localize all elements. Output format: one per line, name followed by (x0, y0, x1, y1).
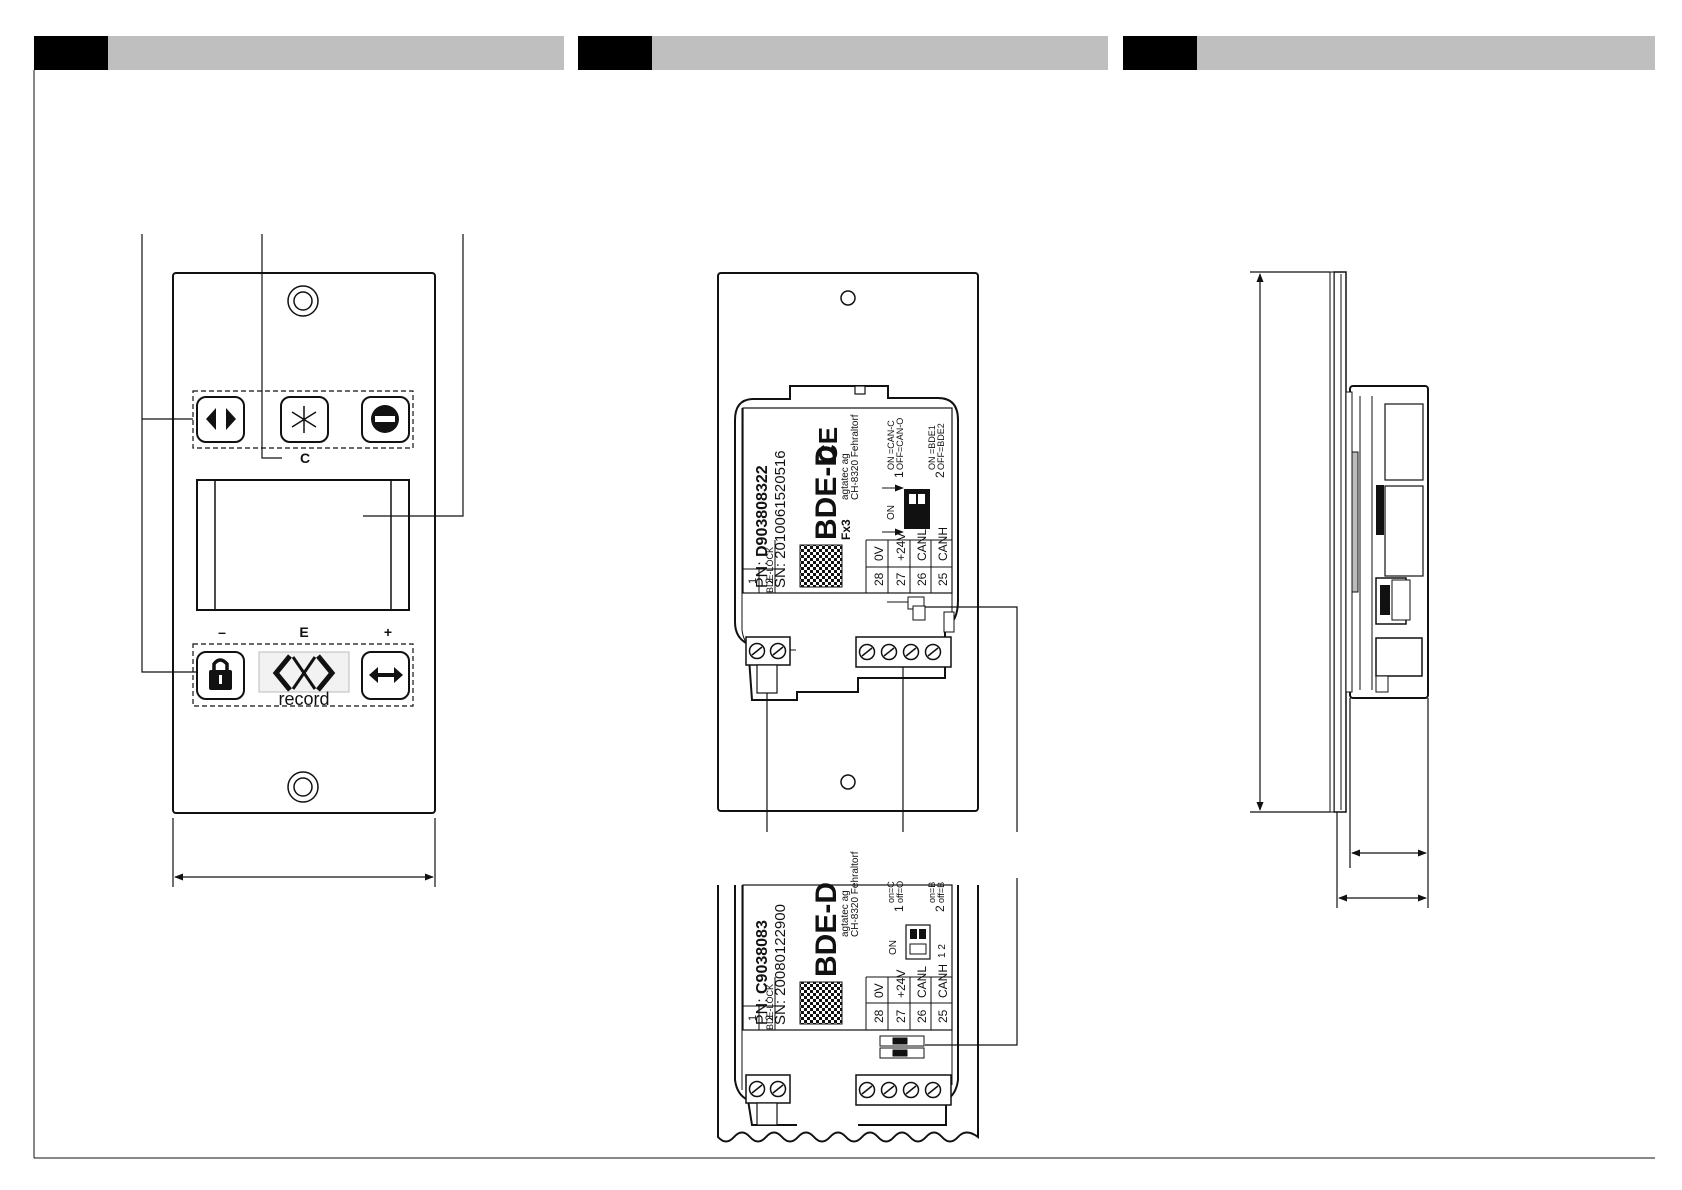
inset-lock-pin-2: 2 (764, 1015, 776, 1021)
height-dimension (1250, 271, 1330, 813)
terminal-26-name: CANL (915, 529, 929, 561)
qr-code (799, 544, 843, 588)
side-plate (1333, 271, 1347, 813)
can-terminal-block (855, 636, 952, 668)
inset-dip-2-off: off=B (936, 882, 946, 903)
label-grid (743, 539, 952, 593)
panel-3-header (1123, 36, 1655, 70)
inset-dip-2-on: on=B (927, 882, 937, 903)
c-label: C (300, 450, 310, 466)
inset-pn-value: C9038083 (754, 920, 771, 994)
inset-jumper-component (879, 1035, 925, 1059)
maker-name: agtatec ag (840, 453, 851, 500)
front-view: – E + record (141, 234, 464, 887)
depth-dimension-total (1336, 812, 1429, 908)
inset-dip-pos-1: 1 (892, 905, 906, 912)
enlarged-inset: PN: C9038083 SN: 20080122900 BDE-D agtat… (717, 851, 979, 1143)
product-label (742, 407, 953, 594)
terminal-27-num: 27 (894, 572, 908, 586)
dip-1-off: OFF=CAN-O (895, 418, 905, 470)
terminal-27-name: +24V (894, 533, 908, 561)
minus-circle-key (361, 396, 410, 443)
rear-leader-lines (766, 606, 1018, 1046)
inset-terminal-27-num: 27 (894, 1009, 908, 1023)
bottom-screw (287, 771, 319, 803)
rear-view: PN: D903808322 SN: 2010061520516 BDE-D F… (717, 272, 1018, 1046)
inset-dip-on-label: ON (888, 940, 899, 955)
inset-dip-1-off: off=O (895, 881, 905, 903)
asterisk-key (280, 396, 329, 443)
inset-terminal-28-name: 0V (872, 983, 886, 998)
lock-pin-1: 1 (747, 578, 759, 584)
dip-on-label: ON (886, 505, 897, 520)
panel-2-header (578, 36, 1108, 70)
display-window (196, 479, 410, 611)
record-brand-text: record (278, 689, 329, 709)
inset-lock-terminal-block (745, 1074, 791, 1126)
sn-line: SN: 2010061520516 (772, 450, 789, 588)
variant-name: Fx3 (839, 519, 853, 540)
inset-dip-key-12: 1 2 (937, 944, 948, 958)
dip-pos-1: 1 (892, 471, 906, 478)
maker-address: CH-8320 Fehraltorf (850, 414, 861, 500)
top-screw (287, 285, 319, 317)
pn-value: D903808322 (754, 465, 771, 557)
side-view (1250, 271, 1429, 908)
inset-terminal-25-num: 25 (936, 1009, 950, 1023)
panel-1-header (34, 36, 564, 70)
inset-maker-name: agtatec ag (840, 890, 851, 937)
dip-key-12: 1 2 (918, 513, 930, 528)
rear-bottom-hole (840, 774, 856, 790)
dip-2-on: ON =BDE1 (927, 425, 937, 470)
arrows-left-right-key (196, 396, 245, 443)
jumper-component (887, 596, 926, 621)
inset-terminal-25-name: CANH (936, 964, 950, 998)
lock-pin-2: 2 (764, 578, 776, 584)
lock-key (196, 651, 245, 700)
inset-terminal-28-num: 28 (872, 1009, 886, 1023)
inset-terminal-27-name: +24V (894, 970, 908, 998)
inset-dip-pos-2: 2 (933, 905, 947, 912)
top-key-group-outline (192, 390, 414, 449)
dip-2-off: OFF=BDE2 (936, 423, 946, 470)
terminal-26-num: 26 (915, 572, 929, 586)
inset-dip-1-on: on=C (886, 881, 896, 903)
inset-maker-address: CH-8320 Fehraltorf (850, 851, 861, 937)
lock-label: BDE-LOCK (765, 547, 775, 593)
minus-label: – (218, 624, 226, 640)
dip-1-on: ON =CAN-C (886, 420, 896, 470)
inset-terminal-26-name: CANL (915, 966, 929, 998)
inset-label-grid (743, 976, 952, 1030)
terminal-25-num: 25 (936, 572, 950, 586)
ce-mark: CE (813, 427, 843, 463)
rear-top-hole (840, 290, 856, 306)
inset-sn-line: SN: 20080122900 (772, 904, 789, 1025)
inset-pn-label: PN: (754, 998, 771, 1025)
depth-dimension-housing (1349, 698, 1429, 868)
terminal-28-num: 28 (872, 572, 886, 586)
double-arrow-key (361, 651, 410, 700)
bottom-key-group-outline (192, 643, 414, 707)
inset-lock-label: BDE-LOCK (765, 984, 775, 1030)
e-label: E (299, 624, 308, 640)
pn-label: PN: (754, 561, 771, 588)
inset-can-terminal-block (855, 1074, 952, 1106)
model-name: BDE-D (810, 445, 843, 540)
dip-switch (882, 484, 930, 536)
terminal-25-name: CANH (936, 527, 950, 561)
record-logo: record (258, 651, 350, 709)
inset-model-name: BDE-D (810, 882, 843, 977)
plus-label: + (384, 624, 392, 640)
terminal-28-name: 0V (872, 546, 886, 561)
inset-lock-pin-1: 1 (747, 1015, 759, 1021)
inset-terminal-26-num: 26 (915, 1009, 929, 1023)
dip-pos-2: 2 (933, 471, 947, 478)
width-dimension (172, 818, 436, 887)
inset-qr-code (799, 981, 843, 1025)
inset-dip-switch (905, 924, 931, 960)
front-leader-lines (141, 234, 464, 673)
